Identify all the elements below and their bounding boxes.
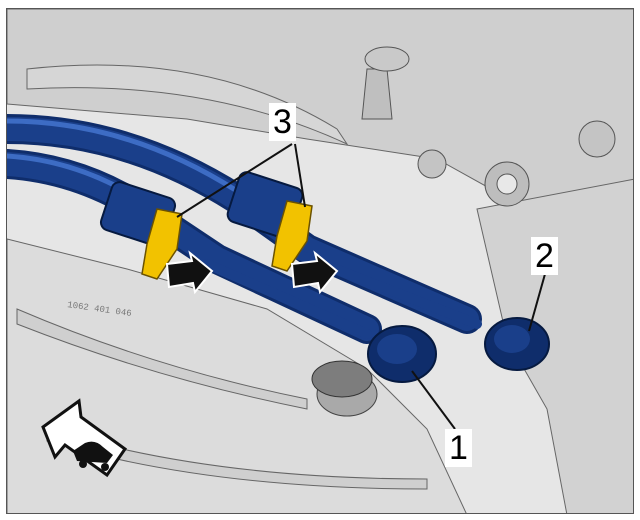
leader-line-1 (411, 370, 456, 430)
release-direction-arrow-icon (290, 250, 339, 295)
hose (16, 308, 308, 410)
bolt-hole (496, 173, 518, 195)
stud-bolt (361, 68, 393, 120)
release-direction-arrow-icon (165, 250, 214, 295)
pipe (26, 64, 349, 146)
retaining-clip-right (271, 200, 313, 272)
callout-label-2: 2 (531, 237, 558, 275)
leader-line-2 (528, 273, 546, 332)
nut (364, 46, 410, 72)
hose (46, 428, 428, 490)
sensor-cap (311, 360, 373, 398)
upper-engine-block (7, 9, 633, 210)
bolt-boss (417, 149, 447, 179)
illustration-frame: 1062 401 046 (6, 8, 634, 514)
inner-cable-rod (202, 259, 372, 339)
callout-label-3: 3 (269, 103, 296, 141)
engine-illustration: 1062 401 046 (7, 9, 633, 513)
bolt-boss (578, 120, 616, 158)
leader-line-3a (176, 143, 293, 218)
direction-of-travel-arrow-icon (41, 398, 128, 478)
callout-label-1: 1 (445, 429, 472, 467)
leader-line-3b (294, 143, 306, 208)
